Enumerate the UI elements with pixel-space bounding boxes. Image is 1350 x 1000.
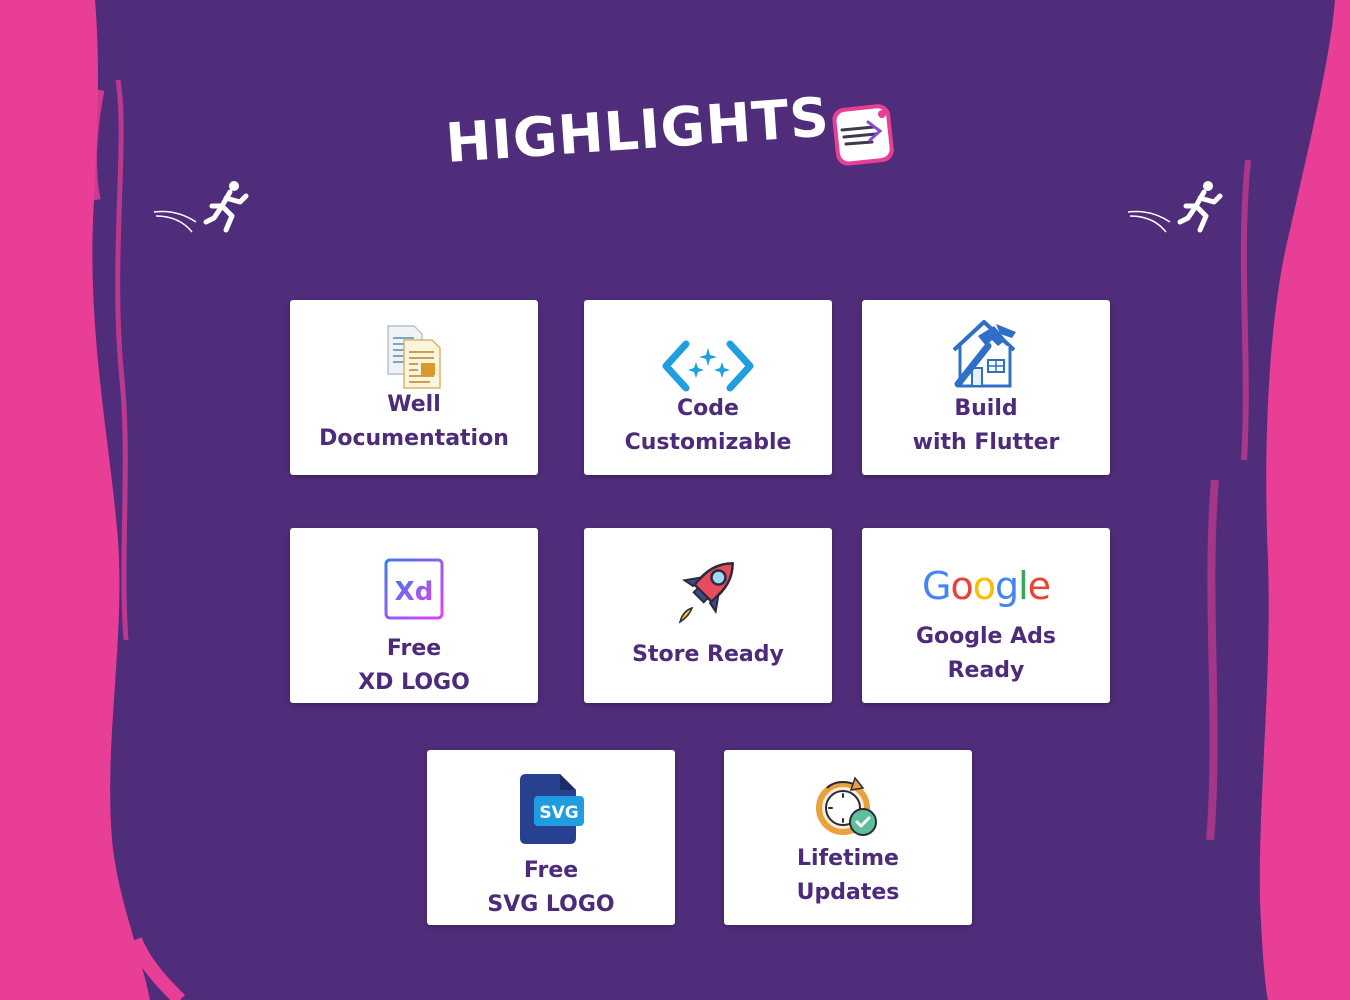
rocket-icon [678, 562, 734, 624]
runner-left-icon [153, 181, 249, 233]
highlight-label: Store Ready [632, 642, 784, 667]
highlight-card-store: Store Ready [584, 528, 832, 703]
update-clock-icon [816, 776, 877, 836]
google-letter: l [1018, 564, 1029, 608]
documents-icon [387, 325, 441, 389]
arrows-badge-icon [832, 104, 894, 166]
google-letter: G [921, 564, 951, 608]
google-letter: o [950, 564, 973, 608]
google-letter: e [1027, 564, 1051, 608]
code-sparkle-icon [662, 340, 754, 392]
xd-logo-text: Xd [395, 577, 434, 607]
google-letter: o [972, 564, 996, 608]
svg-logo-text: SVG [539, 803, 578, 823]
xd-logo-icon: Xd [384, 558, 444, 620]
google-letter: g [994, 564, 1019, 608]
house-hammer-icon [952, 320, 1016, 388]
runner-right-icon [1127, 181, 1223, 233]
google-logo-icon: Google [911, 564, 1061, 608]
svg-file-icon: SVG [520, 774, 584, 844]
